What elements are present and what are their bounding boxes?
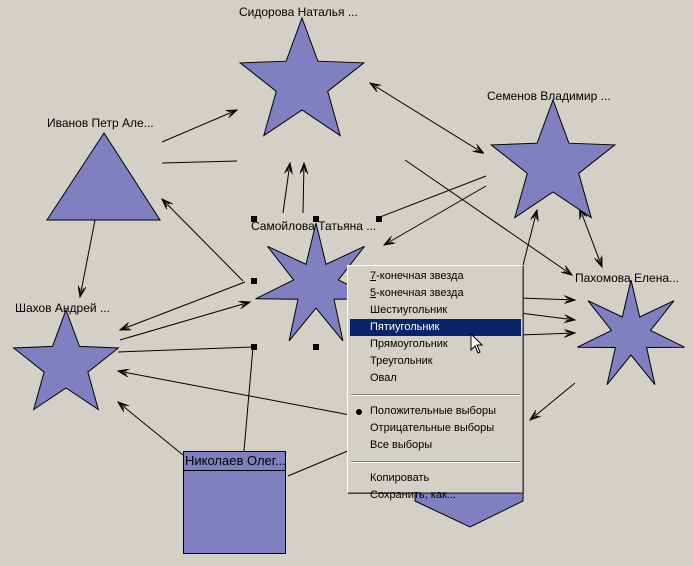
selection-handle[interactable] — [376, 216, 382, 222]
menu-item-label: Отрицательные выборы — [370, 422, 495, 434]
selection-handle[interactable] — [251, 344, 257, 350]
node-shape-shakhov[interactable] — [12, 308, 120, 411]
edge — [303, 163, 304, 214]
menu-item-label: Треугольник — [370, 355, 433, 367]
node-shape-pakhomova[interactable] — [577, 279, 685, 385]
menu-item-triangle[interactable]: Треугольник — [350, 353, 521, 370]
node-shape-samoylova[interactable] — [255, 222, 377, 342]
menu-item-label: Положительные выборы — [370, 405, 496, 417]
edge — [118, 371, 351, 416]
edge — [379, 175, 487, 218]
menu-item-copy[interactable]: Копировать — [350, 470, 521, 487]
menu-item-oval[interactable]: Овал — [350, 370, 521, 387]
edge — [370, 83, 483, 153]
edge — [519, 312, 575, 320]
node-label-shakhov: Шахов Андрей ... — [15, 301, 110, 315]
menu-item-label: Овал — [370, 372, 397, 384]
node-shape-semenov[interactable] — [489, 98, 617, 219]
edge — [404, 159, 572, 275]
menu-item-label: Копировать — [370, 472, 430, 484]
node-label-semenov: Семенов Владимир ... — [487, 89, 611, 103]
menu-item-label: Шестиугольник — [370, 304, 448, 316]
node-label-nikolaev: Николаев Олег... — [184, 452, 285, 471]
radio-bullet-icon — [356, 409, 362, 415]
menu-item-label: Все выборы — [370, 439, 433, 451]
node-label-sidorova: Сидорова Наталья ... — [239, 5, 358, 19]
menu-item-label: -конечная звезда — [376, 287, 464, 299]
edge — [519, 333, 575, 335]
menu-item-label: Пятиугольник — [370, 321, 440, 333]
edge — [384, 185, 487, 245]
edge — [161, 110, 237, 143]
edge — [243, 346, 254, 452]
menu-item-negative-choices[interactable]: Отрицательные выборы — [350, 420, 521, 437]
edge — [118, 402, 184, 456]
menu-item-hexagon[interactable]: Шестиугольник — [350, 302, 521, 319]
edge — [580, 209, 602, 267]
node-shape-sidorova[interactable] — [238, 16, 366, 137]
menu-item-all-choices[interactable]: Все выборы — [350, 437, 521, 454]
menu-item-save-as[interactable]: Сохранить, как... — [350, 487, 521, 504]
menu-separator — [351, 461, 520, 463]
menu-item-rectangle[interactable]: Прямоугольник — [350, 336, 521, 353]
selection-handle[interactable] — [251, 278, 257, 284]
menu-item-7-star[interactable]: 7-конечная звезда — [370, 270, 464, 282]
edge — [80, 219, 96, 297]
menu-item-label: -конечная звезда — [376, 270, 464, 282]
selection-handle[interactable] — [313, 344, 319, 350]
edge — [282, 163, 290, 214]
menu-item-positive-choices[interactable]: Положительные выборы — [350, 403, 521, 420]
edge — [162, 199, 244, 282]
edge — [530, 382, 576, 420]
node-label-ivanov: Иванов Петр Але... — [47, 116, 154, 130]
edge — [287, 449, 351, 477]
menu-item-5-star[interactable]: 5-конечная звезда — [370, 287, 464, 299]
menu-item-label: Сохранить, как... — [370, 489, 456, 501]
node-label-samoylova: Самойлова Татьяна ... — [251, 219, 377, 233]
menu-item-pentagon[interactable]: Пятиугольник — [350, 319, 521, 336]
mouse-cursor-icon — [470, 333, 484, 354]
edge — [119, 302, 250, 341]
selection-handle[interactable] — [313, 216, 319, 222]
selection-handle[interactable] — [251, 216, 257, 222]
edge — [117, 346, 254, 353]
context-menu: 7-конечная звезда 5-конечная звезда Шест… — [347, 265, 524, 501]
edge — [519, 298, 575, 300]
menu-separator — [351, 394, 520, 396]
node-shape-nikolaev[interactable]: Николаев Олег... — [183, 451, 286, 554]
edge — [161, 160, 238, 164]
node-shape-ivanov[interactable] — [46, 132, 161, 221]
node-label-pakhomova: Пахомова Елена... — [575, 271, 679, 285]
menu-item-label: Прямоугольник — [370, 338, 448, 350]
edge — [120, 281, 246, 330]
